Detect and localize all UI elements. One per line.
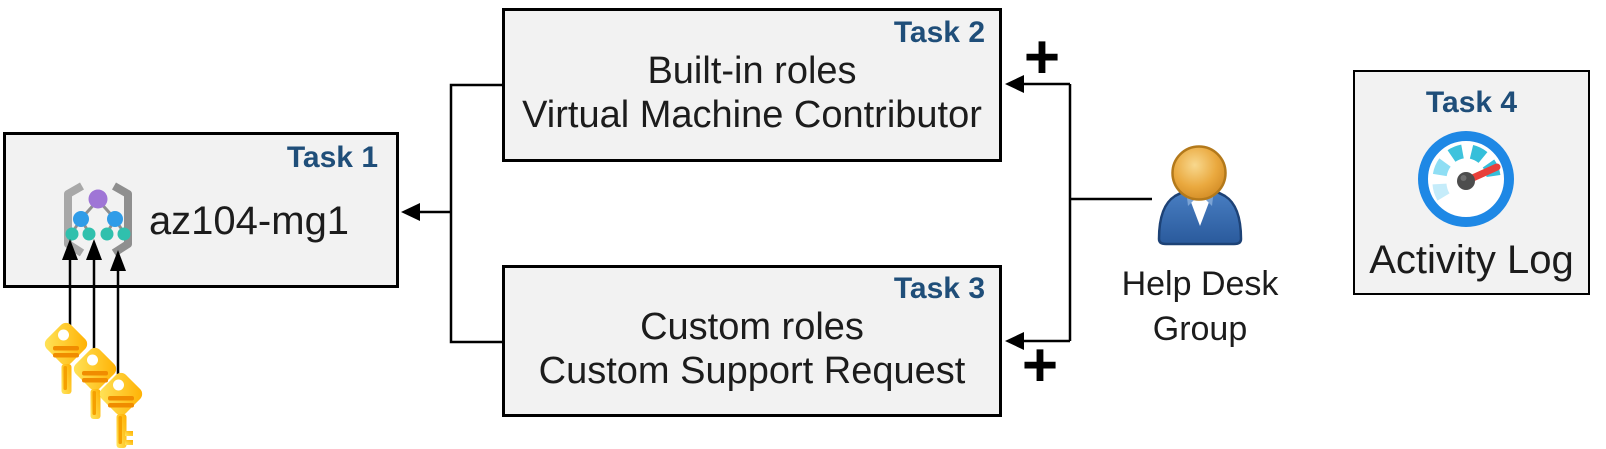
task2-line2: Virtual Machine Contributor: [522, 94, 982, 136]
fan-connector-line: [449, 83, 502, 344]
management-group-name: az104-mg1: [148, 199, 350, 243]
gauge-segment: [1469, 144, 1488, 164]
task2-box: Task 2 Built-in roles Virtual Machine Co…: [502, 8, 1002, 162]
key-3: [99, 372, 143, 448]
mg-leaf-node: [117, 227, 131, 241]
mg-leaf-node: [100, 227, 114, 241]
actor-label-line1: Help Desk: [1121, 265, 1279, 303]
actor-label-line2: Group: [1152, 310, 1248, 348]
key-2: [73, 347, 117, 419]
task3-badge: Task 3: [893, 272, 985, 305]
gauge-hub: [1457, 172, 1475, 190]
mg-leaf-node: [65, 227, 79, 241]
task4-caption: Activity Log: [1369, 238, 1574, 282]
plus-icon-top: +: [1023, 23, 1061, 92]
mg-root-node: [88, 189, 108, 209]
task4-box: Task 4 Activity Log: [1353, 70, 1590, 295]
gauge-segment: [1447, 144, 1465, 162]
person-icon: [1157, 145, 1243, 246]
arrowhead-task1: [401, 203, 420, 221]
mg-child-node: [107, 211, 123, 227]
task4-badge: Task 4: [1425, 86, 1518, 119]
task1-box: Task 1 az104-mg1: [3, 132, 399, 288]
bracket-right: [111, 182, 132, 257]
plus-icon-bottom: +: [1021, 331, 1059, 400]
gauge-segment: [1432, 183, 1450, 201]
gauge-segment: [1432, 158, 1451, 177]
task2-badge: Task 2: [893, 16, 985, 49]
key-1: [44, 322, 88, 394]
management-group-icon: [64, 182, 132, 257]
mg-leaf-node: [82, 227, 96, 241]
activity-log-gauge-icon: [1418, 131, 1514, 227]
task3-box: Task 3 Custom roles Custom Support Reque…: [502, 265, 1002, 417]
task1-badge: Task 1: [286, 141, 378, 174]
task3-line1: Custom roles: [640, 306, 864, 348]
task3-line2: Custom Support Request: [538, 350, 966, 392]
person-head: [1171, 145, 1227, 201]
keys-icon: [44, 322, 143, 448]
mg-child-node: [73, 211, 89, 227]
task2-line1: Built-in roles: [647, 50, 857, 92]
